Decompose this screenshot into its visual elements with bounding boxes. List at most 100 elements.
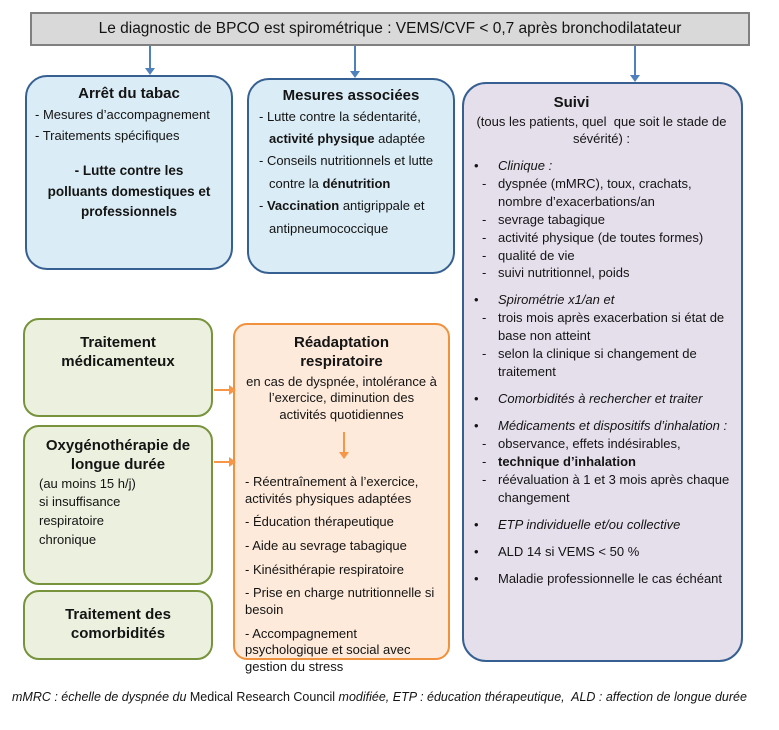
footnote: mMRC : échelle de dyspnée du Medical Res…	[12, 688, 769, 707]
dash-marker: -	[482, 435, 487, 451]
suivi-entry: -trois mois après exacerbation si état d…	[472, 309, 731, 345]
dash-marker: -	[482, 265, 487, 281]
list-item: - Éducation thérapeutique	[245, 514, 394, 530]
item-text: -	[259, 198, 267, 214]
highlight-text: - Lutte contre les polluants domestiques…	[47, 162, 211, 220]
suivi-entry: • Comorbidités à rechercher et traiter	[472, 390, 731, 408]
suivi-entry: • Médicaments et dispositifs d’inhalation…	[472, 417, 731, 435]
suivi-entry: -technique d’inhalation	[472, 453, 731, 471]
box-subtitle: (tous les patients, quel que soit le sta…	[476, 113, 731, 147]
suivi-entry-text: sevrage tabagique	[498, 211, 605, 227]
box-suivi: Suivi (tous les patients, quel que soit …	[462, 82, 743, 662]
dash-marker: -	[482, 453, 487, 469]
dash-marker: -	[482, 247, 487, 263]
suivi-entry: -qualité de vie	[472, 247, 731, 265]
suivi-entry: -activité physique (de toutes formes)	[472, 229, 731, 247]
item-text: antigrippale et antipneumococcique	[269, 198, 425, 236]
suivi-entry-text: Maladie professionnelle le cas échéant	[498, 570, 723, 586]
diagnosis-banner: Le diagnostic de BPCO est spirométrique …	[30, 12, 750, 46]
detail-line: si insuffisance	[39, 494, 121, 510]
bullet-marker: •	[474, 391, 479, 407]
suivi-entry: -selon la clinique si changement de trai…	[472, 345, 731, 381]
right-arrow-icon	[214, 385, 236, 395]
list-item: - Aide au sevrage tabagique	[245, 538, 407, 554]
box-title: Mesures associées	[282, 87, 420, 104]
suivi-entry: -observance, effets indésirables,	[472, 435, 731, 453]
suivi-entry: • Clinique :	[472, 157, 731, 175]
down-arrow-icon	[630, 46, 640, 82]
dash-marker: -	[482, 471, 487, 487]
box-oxygenotherapie: Oxygénothérapie de longue durée (au moin…	[23, 425, 213, 585]
item-text-bold: activité physique	[269, 131, 375, 147]
box-readaptation-respiratoire: Réadaptation respiratoire en cas de dysp…	[233, 323, 450, 674]
box-title: Oxygénothérapie de longue durée	[45, 437, 191, 473]
suivi-entry: -réévaluation à 1 et 3 mois après chaque…	[472, 471, 731, 507]
box-title: Traitement médicamenteux	[61, 334, 175, 370]
dash-marker: -	[482, 211, 487, 227]
bullet-marker: •	[474, 157, 479, 173]
item-text-bold: Vaccination	[266, 198, 340, 214]
dash-marker: -	[482, 346, 487, 362]
suivi-entry-text: ETP individuelle et/ou collective	[498, 516, 681, 532]
item-text-bold: dénutrition	[322, 175, 391, 191]
list-item: - Kinésithérapie respiratoire	[245, 561, 404, 577]
down-arrow-icon	[339, 432, 349, 459]
suivi-entry-text: selon la clinique si changement de trait…	[498, 346, 697, 380]
dash-marker: -	[482, 229, 487, 245]
box-title: Traitement des comorbidités	[65, 606, 171, 642]
readaptation-items: - Réentraînement à l’exercice, activités…	[245, 474, 438, 675]
list-item: - Conseils nutritionnels et lutte contre…	[259, 150, 443, 195]
down-arrow-icon	[145, 46, 155, 75]
suivi-entry: -suivi nutritionnel, poids	[472, 264, 731, 282]
box-subtitle: en cas de dyspnée, intolérance à l’exerc…	[246, 373, 437, 423]
footnote-text: mMRC : échelle de dyspnée du	[12, 690, 190, 704]
list-item: - Vaccination antigrippale et antipneumo…	[259, 195, 443, 240]
bullet-marker: •	[474, 292, 479, 308]
box-arret-du-tabac: Arrêt du tabac - Mesures d’accompagnemen…	[25, 75, 233, 270]
box-traitement-medicamenteux: Traitement médicamenteux	[23, 318, 213, 417]
right-arrow-icon	[214, 457, 236, 467]
suivi-entry: •ETP individuelle et/ou collective	[472, 516, 731, 534]
suivi-entry-text: Médicaments et dispositifs d’inhalation …	[498, 418, 728, 434]
suivi-entry-text: réévaluation à 1 et 3 mois après chaque …	[498, 471, 730, 505]
list-item: - Prise en charge nutritionnelle si beso…	[245, 585, 435, 617]
suivi-entry-text: Spirométrie x1/an et	[498, 292, 615, 308]
suivi-entry: •ALD 14 si VEMS < 50 %	[472, 543, 731, 561]
suivi-entry: -dyspnée (mMRC), toux, crachats, nombre …	[472, 175, 731, 211]
diagnosis-banner-text: Le diagnostic de BPCO est spirométrique …	[98, 20, 682, 37]
list-item: - Réentraînement à l’exercice, activités…	[245, 474, 419, 506]
dash-marker: -	[482, 310, 487, 326]
list-item: - Mesures d’accompagnement	[35, 106, 210, 122]
suivi-entry-text: qualité de vie	[498, 247, 575, 263]
list-item: - Lutte contre la sédentarité, activité …	[259, 106, 443, 151]
suivi-entry-text: Comorbidités à rechercher et traiter	[498, 391, 703, 407]
detail-line: (au moins 15 h/j)	[39, 475, 136, 491]
suivi-entry-text: suivi nutritionnel, poids	[498, 265, 630, 281]
suivi-entry-text: technique d’inhalation	[498, 453, 636, 469]
detail-line: chronique	[39, 532, 97, 548]
suivi-entry-text: Clinique :	[498, 157, 553, 173]
suivi-entry-text: trois mois après exacerbation si état de…	[498, 310, 725, 344]
bullet-marker: •	[474, 570, 479, 586]
box-traitement-comorbidites: Traitement des comorbidités	[23, 590, 213, 660]
suivi-entry-text: dyspnée (mMRC), toux, crachats, nombre d…	[498, 175, 692, 209]
bullet-marker: •	[474, 418, 479, 434]
box-title: Arrêt du tabac	[78, 85, 180, 102]
suivi-entry-text: observance, effets indésirables,	[498, 435, 681, 451]
list-item: - Accompagnement psychologique et social…	[245, 625, 411, 674]
bullet-marker: •	[474, 543, 479, 559]
dash-marker: -	[482, 175, 487, 191]
item-text: - Lutte contre la sédentarité,	[259, 108, 421, 124]
footnote-text: Medical Research Council	[189, 690, 336, 704]
down-arrow-icon	[350, 46, 360, 78]
item-text: - Conseils nutritionnels et lutte contre…	[259, 153, 434, 191]
item-text: adaptée	[374, 131, 426, 147]
footnote-text: modifiée, ETP : éducation thérapeutique,…	[335, 690, 747, 704]
detail-line: respiratoire	[39, 513, 105, 529]
suivi-entry-text: activité physique (de toutes formes)	[498, 229, 704, 245]
suivi-entry: • Spirométrie x1/an et	[472, 291, 731, 309]
list-item: - Traitements spécifiques	[35, 128, 180, 144]
suivi-entry: • Maladie professionnelle le cas échéant	[472, 570, 731, 588]
box-title: Réadaptation respiratoire	[293, 334, 389, 370]
